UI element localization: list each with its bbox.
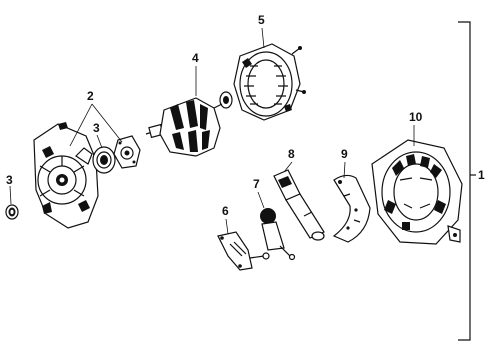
retainer-plate-icon <box>113 135 141 169</box>
assembly-bracket <box>458 21 476 341</box>
callout-4: 4 <box>192 51 199 65</box>
callout-7: 7 <box>253 177 260 191</box>
callout-1: 1 <box>478 168 485 182</box>
callout-5: 5 <box>258 13 265 27</box>
leader-3a <box>9 185 12 205</box>
regulator-icon <box>217 231 270 271</box>
brush-icon <box>260 208 296 261</box>
leader-5 <box>261 27 265 49</box>
brush-holder-icon <box>273 169 325 241</box>
callout-8: 8 <box>288 147 295 161</box>
bearing-icon <box>92 146 116 174</box>
rear-housing-icon <box>371 139 463 245</box>
callout-3a: 3 <box>6 173 13 187</box>
leader-6 <box>225 218 229 235</box>
callout-2: 2 <box>87 89 94 103</box>
leader-3b <box>96 134 103 149</box>
front-housing-icon <box>33 122 99 229</box>
washer-icon <box>5 204 19 220</box>
callout-9: 9 <box>341 147 348 161</box>
leader-8 <box>283 161 293 173</box>
leader-9 <box>343 161 346 179</box>
rectifier-icon <box>332 174 371 243</box>
callout-6: 6 <box>222 204 229 218</box>
leader-7 <box>257 191 265 209</box>
callout-3b: 3 <box>93 121 100 135</box>
stator-icon <box>233 43 306 121</box>
callout-10: 10 <box>409 110 423 124</box>
rotor-icon <box>145 91 233 157</box>
leader-2 <box>69 103 123 147</box>
